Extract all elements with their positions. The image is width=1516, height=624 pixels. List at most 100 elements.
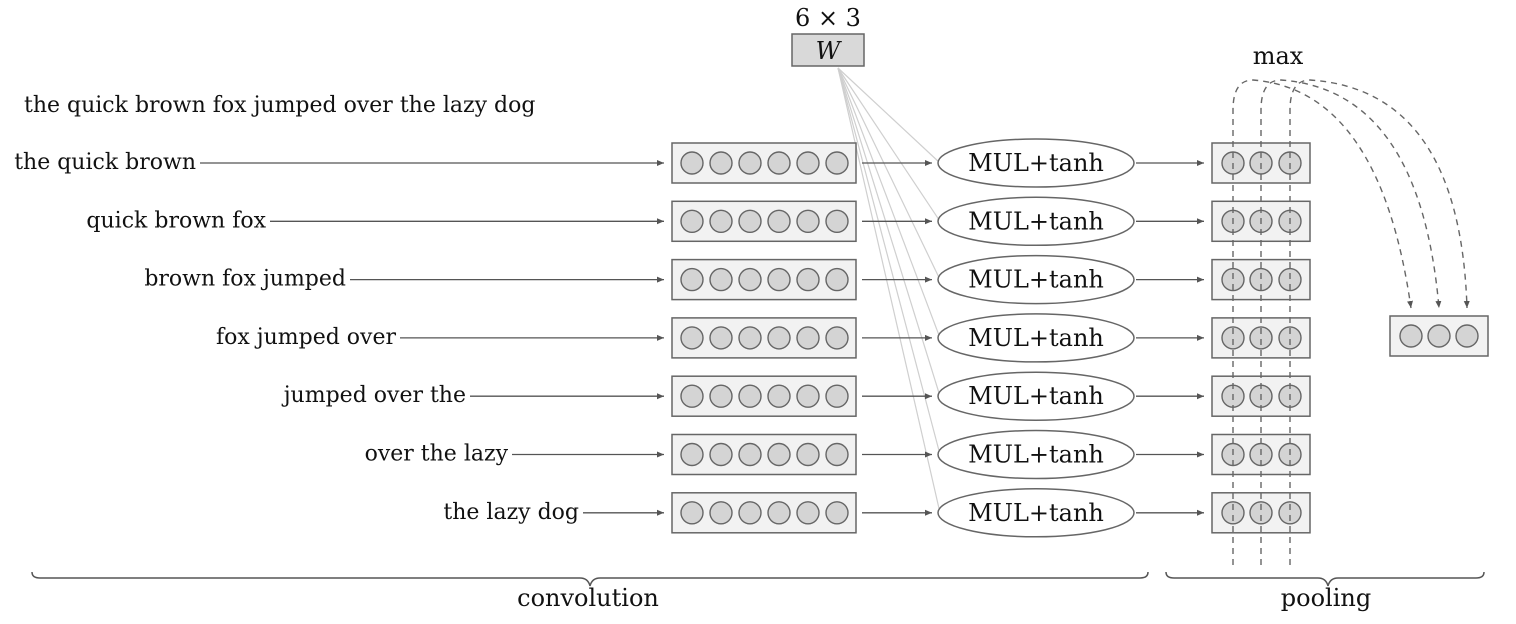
weight-box xyxy=(791,33,865,67)
embedding-node xyxy=(767,501,791,525)
embedding-node xyxy=(767,151,791,175)
embedding-node xyxy=(825,501,849,525)
embedding-node xyxy=(796,151,820,175)
max-pool-dashed-line xyxy=(1232,79,1413,565)
embedding-node xyxy=(709,267,733,292)
max-label: max xyxy=(1253,42,1304,70)
embedding-node xyxy=(767,384,791,408)
output-node xyxy=(1455,324,1479,348)
embedding-node xyxy=(825,151,849,175)
feature-node xyxy=(1221,326,1245,350)
op-label: MUL+tanh xyxy=(968,149,1104,177)
embedding-node xyxy=(709,501,733,525)
mul-tanh-op xyxy=(937,313,1135,363)
embedding-node xyxy=(709,442,733,467)
weight-fan-line xyxy=(837,67,941,397)
embedding-node xyxy=(796,209,820,234)
output-node xyxy=(1427,324,1451,348)
embedding-node xyxy=(796,267,820,292)
embedding-node xyxy=(825,326,849,350)
mul-tanh-op xyxy=(937,254,1135,305)
embedding-node xyxy=(680,501,704,525)
weight-fan-line xyxy=(837,67,941,339)
conv-row: jumped over the MUL+tanh xyxy=(281,371,1311,421)
embedding-node xyxy=(825,442,849,467)
embedding-node xyxy=(796,326,820,350)
embedding-node xyxy=(680,209,704,234)
embedding-node xyxy=(825,209,849,234)
embedding-node xyxy=(738,267,762,292)
window-label: over the lazy xyxy=(365,442,509,467)
output-node xyxy=(1399,324,1423,348)
embedding-node xyxy=(738,151,762,175)
op-label: MUL+tanh xyxy=(968,266,1104,294)
conv-row: the quick brown MUL+tanh xyxy=(14,138,1311,188)
window-label: the lazy dog xyxy=(443,500,579,525)
feature-node xyxy=(1221,267,1245,292)
window-label: the quick brown xyxy=(14,150,196,175)
max-pool-dashed-line xyxy=(1289,79,1470,565)
conv-row: the lazy dog MUL+tanh xyxy=(443,488,1311,538)
weight-fan-line xyxy=(837,67,941,164)
embedding-node xyxy=(709,326,733,350)
embedding-node xyxy=(709,151,733,175)
embedding-node xyxy=(767,267,791,292)
mul-tanh-op xyxy=(937,429,1135,480)
weight-fan-line xyxy=(837,67,941,513)
pooled-output-vector xyxy=(1389,315,1489,357)
weight-symbol: W xyxy=(816,37,843,65)
embedding-node xyxy=(709,384,733,408)
embedding-node xyxy=(680,326,704,350)
feature-node xyxy=(1249,326,1273,350)
feature-node xyxy=(1249,501,1273,525)
weight-fan-line xyxy=(837,67,941,280)
feature-node xyxy=(1278,326,1302,350)
embedding-node xyxy=(767,326,791,350)
op-label: MUL+tanh xyxy=(968,382,1104,410)
embedding-node xyxy=(738,384,762,408)
embedding-node xyxy=(738,209,762,234)
convolution-label: convolution xyxy=(517,584,659,612)
embedding-node xyxy=(680,151,704,175)
embedding-node xyxy=(796,384,820,408)
conv-row: over the lazy MUL+tanh xyxy=(365,429,1311,480)
window-label: brown fox jumped xyxy=(144,267,346,292)
max-pool-dashed-line xyxy=(1260,79,1442,565)
op-label: MUL+tanh xyxy=(968,207,1104,235)
feature-node xyxy=(1278,501,1302,525)
op-label: MUL+tanh xyxy=(968,441,1104,469)
convolution-brace xyxy=(31,571,1149,587)
mul-tanh-op xyxy=(937,138,1135,188)
weight-shape-label: 6 × 3 xyxy=(795,4,861,32)
feature-node xyxy=(1278,267,1302,292)
weight-fan-lines xyxy=(837,67,941,513)
window-label: jumped over the xyxy=(281,383,466,408)
pooling-label: pooling xyxy=(1281,584,1371,612)
max-pool-connections xyxy=(1232,79,1470,565)
feature-node xyxy=(1249,267,1273,292)
full-sentence: the quick brown fox jumped over the lazy… xyxy=(24,93,535,118)
embedding-node xyxy=(680,442,704,467)
conv-row: brown fox jumped MUL+tanh xyxy=(144,254,1311,305)
weight-fan-line xyxy=(837,67,941,222)
embedding-node xyxy=(738,501,762,525)
op-label: MUL+tanh xyxy=(968,324,1104,352)
mul-tanh-op xyxy=(937,196,1135,247)
embedding-node xyxy=(825,384,849,408)
conv-row: quick brown fox MUL+tanh xyxy=(86,196,1311,247)
embedding-node xyxy=(709,209,733,234)
embedding-node xyxy=(796,442,820,467)
mul-tanh-op xyxy=(937,371,1135,421)
embedding-node xyxy=(825,267,849,292)
embedding-node xyxy=(738,442,762,467)
embedding-node xyxy=(767,442,791,467)
pooling-brace xyxy=(1165,571,1485,587)
embedding-node xyxy=(796,501,820,525)
mul-tanh-op xyxy=(937,488,1135,538)
window-label: quick brown fox xyxy=(86,208,266,233)
op-label: MUL+tanh xyxy=(968,499,1104,527)
weight-fan-line xyxy=(837,67,941,455)
